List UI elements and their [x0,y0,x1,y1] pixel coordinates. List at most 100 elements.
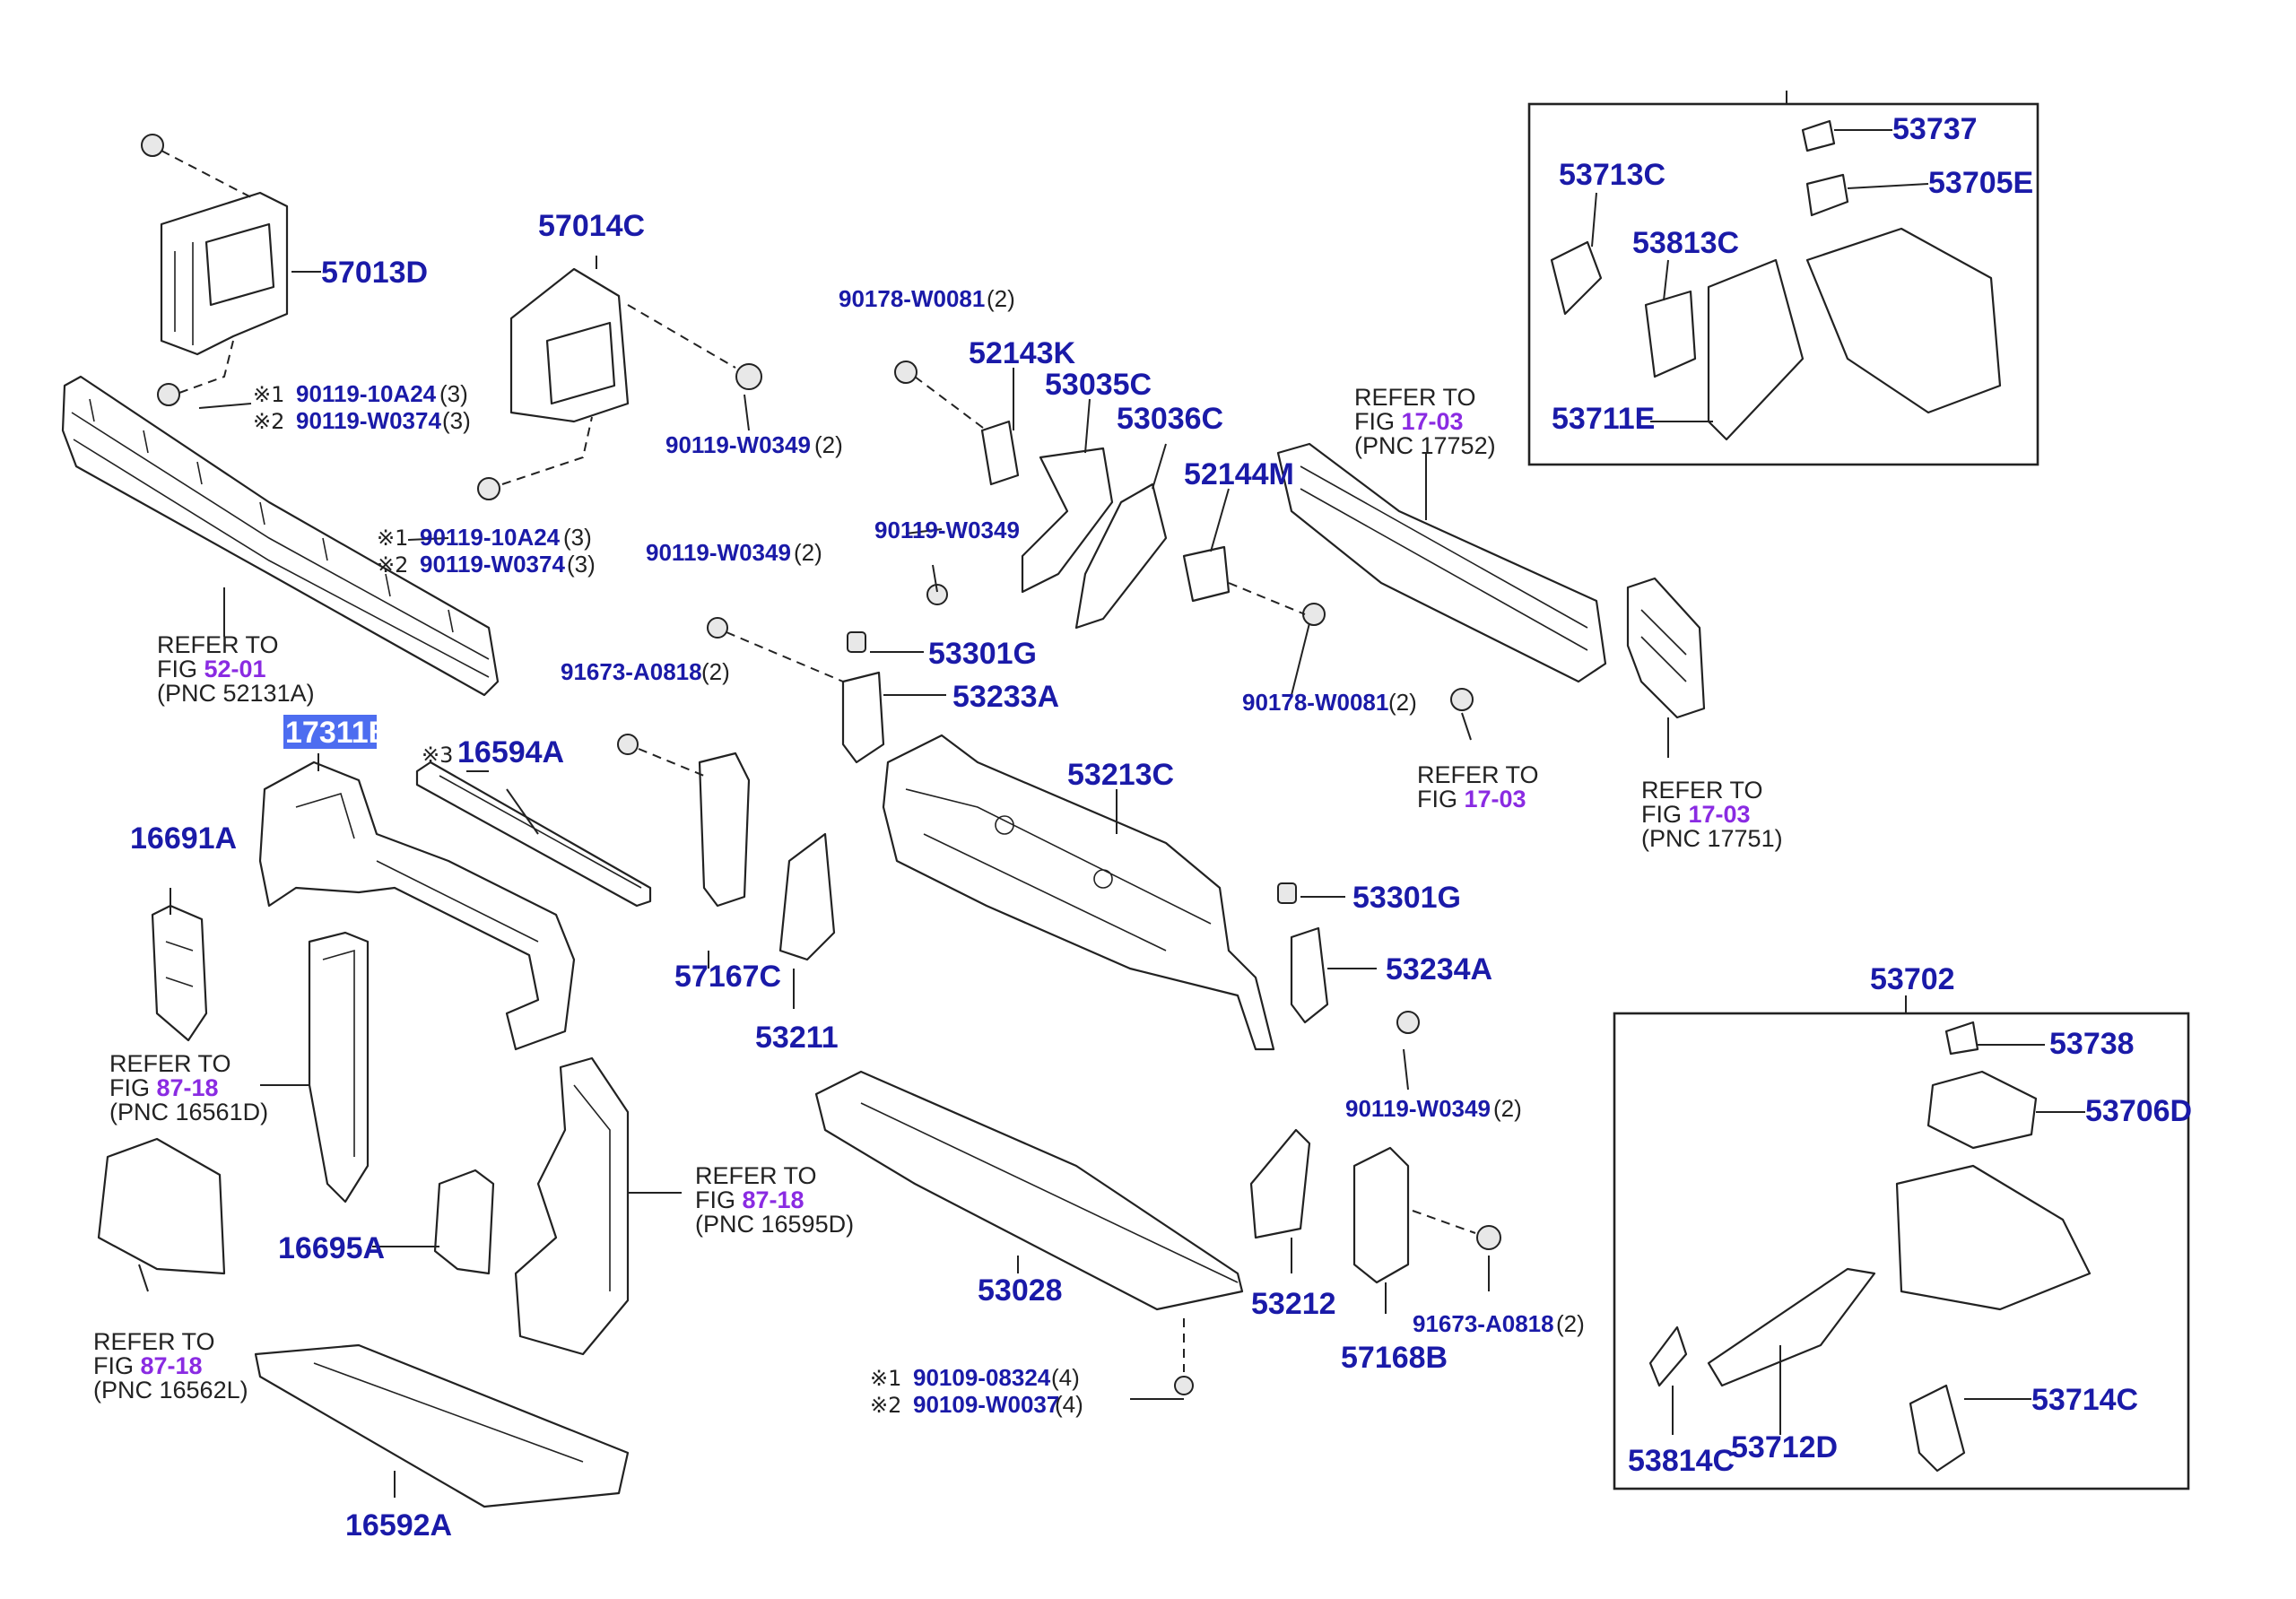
label-53301g-a[interactable]: 53301G [928,637,1037,671]
fastener-mark-f2: ※2 [253,409,284,434]
refer-line2-r3: FIG 87-18 [93,1352,203,1379]
fastener-pn-f2[interactable]: 90119-W0374 [296,407,441,434]
fastener-qty-f5: (2) [814,431,843,458]
inset-bottom-parts-drawing [1648,1021,2092,1473]
fastener-mark-f1: ※1 [253,382,284,407]
fastener-mark-f13: ※1 [870,1366,901,1391]
label-53711e[interactable]: 53711E [1552,402,1655,436]
fastener-qty-f11: (2) [1493,1095,1522,1122]
fastener-qty-f3: (3) [563,524,592,551]
label-53814c[interactable]: 53814C [1628,1444,1735,1478]
fastener-pn-f3[interactable]: 90119-10A24 [420,524,561,551]
label-16592a[interactable]: 16592A [345,1508,452,1543]
refer-line1-r2: REFER TO [109,1050,231,1077]
label-17311b[interactable]: 17311B [285,716,390,750]
refer-line3-r2: (PNC 16561D) [109,1099,268,1125]
label-16691a[interactable]: 16691A [130,821,237,856]
refer-note-r7[interactable]: REFER TO FIG 17-03 (PNC 17751) [1641,777,1783,852]
label-53712d[interactable]: 53712D [1731,1430,1838,1464]
fastener-pn-f6[interactable]: 90178-W0081 [839,285,985,312]
label-53813c[interactable]: 53813C [1632,226,1739,260]
bumper-reinforcement-drawing [61,375,500,697]
fastener-pn-f8[interactable]: 90119-W0349 [646,539,791,566]
inset-box-top-right [1527,102,2039,466]
duct-16595d-drawing [514,1056,630,1356]
fastener-qty-f12: (2) [1556,1310,1585,1337]
refer-line3-r4: (PNC 16595D) [695,1211,854,1238]
refer-line2-r7: FIG 17-03 [1641,801,1751,828]
fastener-pn-f10[interactable]: 90178-W0081 [1242,689,1388,716]
label-52143k[interactable]: 52143K [969,336,1076,370]
refer-line2-r1: FIG 52-01 [157,656,266,682]
label-53713c[interactable]: 53713C [1559,158,1665,192]
refer-line3-r3: (PNC 16562L) [93,1377,248,1403]
fastener-pn-f12[interactable]: 91673-A0818 [1413,1310,1554,1337]
label-57013d[interactable]: 57013D [321,256,428,290]
label-57014c[interactable]: 57014C [538,209,645,243]
label-53036c[interactable]: 53036C [1117,402,1223,436]
refer-line3-r5: (PNC 17752) [1354,432,1496,459]
fastener-mark-f4: ※2 [377,552,408,578]
label-57167c[interactable]: 57167C [674,960,781,994]
hinge-57013d-drawing [141,134,289,406]
refer-line1-r6: REFER TO [1417,761,1539,788]
bracket-16691a-drawing [151,904,208,1042]
refer-line1-r1: REFER TO [157,631,279,658]
fastener-pn-f7[interactable]: 90119-W0349 [874,517,1020,543]
fastener-pn-f13[interactable]: 90109-08324 [913,1364,1051,1391]
fastener-qty-f9: (2) [701,658,730,685]
inset-box-bottom-right [1613,1012,2190,1490]
refer-line2-r2: FIG 87-18 [109,1074,219,1101]
label-53213c[interactable]: 53213C [1067,758,1174,792]
crossmember-53028-drawing [814,1070,1244,1395]
refer-note-r5[interactable]: REFER TO FIG 17-03 (PNC 17752) [1354,384,1496,459]
label-57168b[interactable]: 57168B [1341,1341,1448,1375]
label-53737[interactable]: 53737 [1892,112,1978,146]
refer-note-r3[interactable]: REFER TO FIG 87-18 (PNC 16562L) [93,1328,248,1403]
fastener-qty-f2: (3) [442,407,471,434]
bracket-53212-drawing [1249,1128,1501,1284]
label-53035c[interactable]: 53035C [1045,368,1152,402]
refer-line1-r3: REFER TO [93,1328,215,1355]
label-53212[interactable]: 53212 [1251,1287,1336,1321]
grille-support-17752-drawing [1276,442,1607,711]
label-53211[interactable]: 53211 [755,1021,839,1055]
duct-16561d-drawing [308,931,370,1204]
seal-strip-16594a-drawing [415,760,652,908]
fastener-mark-f14: ※2 [870,1393,901,1418]
label-53028[interactable]: 53028 [978,1273,1063,1308]
refer-note-r1[interactable]: REFER TO FIG 52-01 (PNC 52131A) [157,631,315,707]
panel-16562l-drawing [97,1137,226,1275]
label-53738[interactable]: 53738 [2049,1027,2135,1061]
clip-16695a-drawing [433,1169,495,1275]
highlight-17311b [283,715,377,749]
inset-top-parts-drawing [1550,119,2002,441]
label-53233a[interactable]: 53233A [952,680,1059,714]
label-53706d[interactable]: 53706D [2085,1094,2192,1128]
fastener-qty-f6: (2) [987,285,1015,312]
refer-note-r2[interactable]: REFER TO FIG 87-18 (PNC 16561D) [109,1050,268,1125]
bracket-53233a-drawing [707,584,1420,1034]
refer-note-r4[interactable]: REFER TO FIG 87-18 (PNC 16595D) [695,1162,854,1238]
fastener-qty-f13: (4) [1051,1364,1080,1391]
label-53705e[interactable]: 53705E [1928,166,2033,200]
label-53714c[interactable]: 53714C [2031,1383,2138,1417]
label-53234a[interactable]: 53234A [1386,952,1492,986]
fastener-pn-f5[interactable]: 90119-W0349 [665,431,811,458]
fastener-qty-f10: (2) [1388,689,1417,716]
label-52144m[interactable]: 52144M [1184,457,1294,491]
refer-line1-r7: REFER TO [1641,777,1763,804]
label-53301g-b[interactable]: 53301G [1352,881,1461,915]
air-duct-17311b-drawing [258,760,576,1051]
fastener-pn-f14[interactable]: 90109-W0037 [913,1391,1059,1418]
refer-note-r6[interactable]: REFER TO FIG 17-03 [1417,761,1539,813]
label-53702[interactable]: 53702 [1870,962,1955,996]
label-16695a[interactable]: 16695A [278,1231,385,1265]
fastener-pn-f4[interactable]: 90119-W0374 [420,551,565,578]
fastener-pn-f1[interactable]: 90119-10A24 [296,380,437,407]
fastener-pn-f11[interactable]: 90119-W0349 [1345,1095,1491,1122]
label-16594a[interactable]: 16594A [457,735,564,769]
mark-3-16594a: ※3 [422,743,453,768]
fastener-pn-f9[interactable]: 91673-A0818 [561,658,702,685]
side-panel-17751-drawing [1626,577,1706,719]
